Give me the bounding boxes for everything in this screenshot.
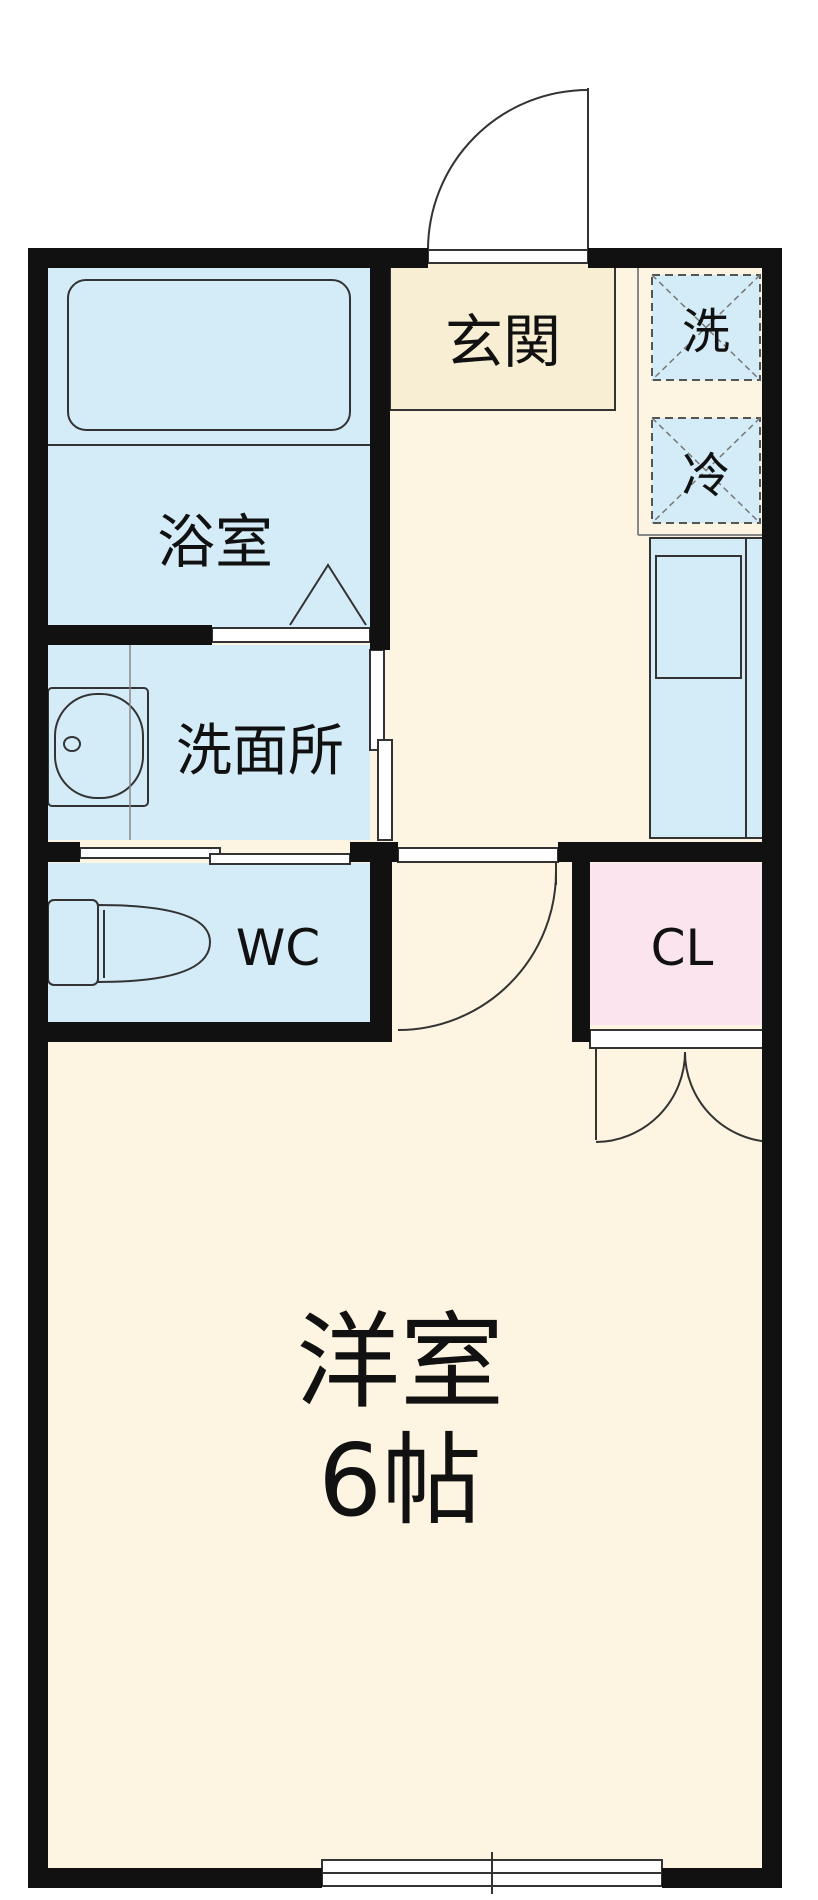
toilet-icon <box>47 899 212 986</box>
washroom-sliding-door <box>369 649 393 841</box>
bathtub-icon <box>67 279 351 431</box>
washer-space <box>651 274 761 381</box>
closet-floor <box>590 863 772 1025</box>
genkan-floor <box>389 262 616 411</box>
western-room-size: 6帖 <box>318 1422 482 1539</box>
room-door <box>397 847 559 1031</box>
closet-label: CL <box>651 919 714 977</box>
washer-label: 洗 <box>682 304 730 360</box>
fridge-label: 冷 <box>682 448 730 504</box>
entrance-door <box>427 88 589 264</box>
wc-label: WC <box>236 919 320 977</box>
genkan-label: 玄関 <box>445 308 561 376</box>
wash-basin-icon <box>47 687 149 807</box>
kitchen-counter <box>649 537 773 839</box>
fridge-space <box>651 417 761 524</box>
washroom-label: 洗面所 <box>176 719 344 784</box>
window <box>321 1852 663 1894</box>
western-room-label: 洋室 <box>296 1301 504 1423</box>
walls <box>28 248 782 1888</box>
bath-label: 浴室 <box>157 508 273 576</box>
